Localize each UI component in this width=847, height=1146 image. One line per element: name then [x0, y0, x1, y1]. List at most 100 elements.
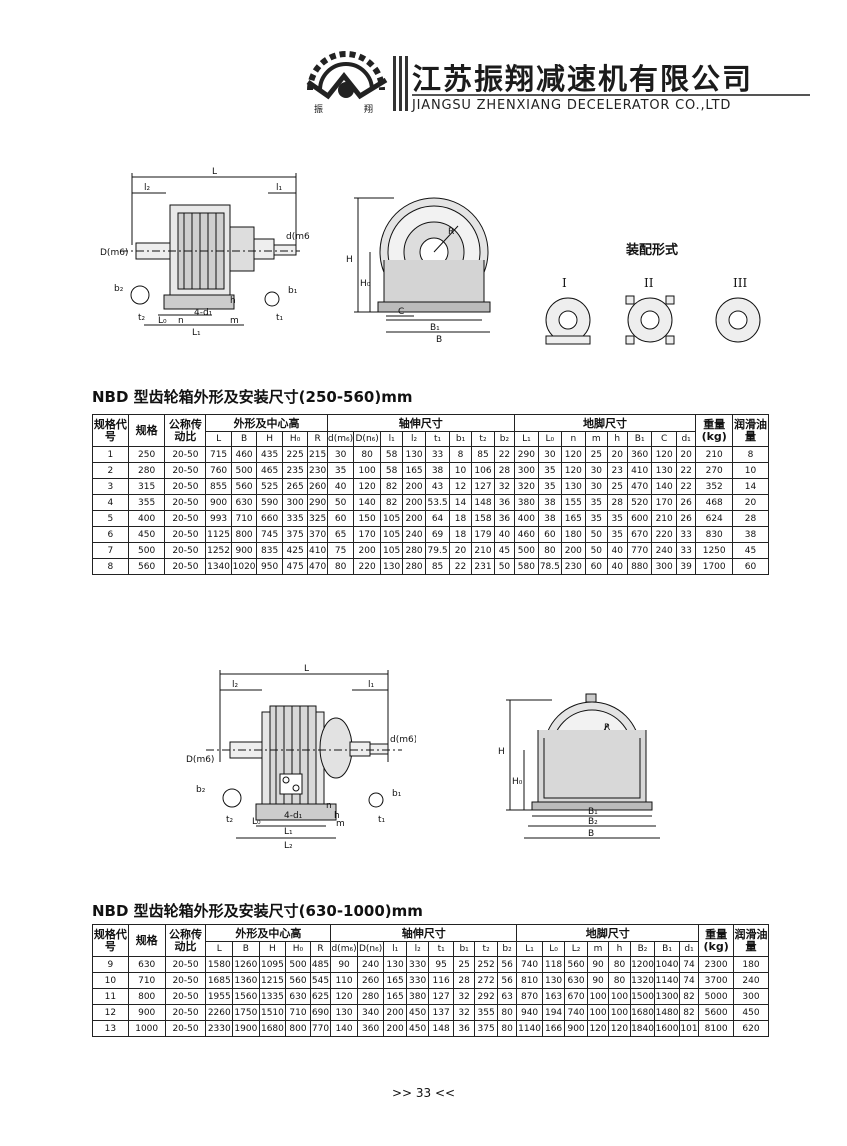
table-cell: 130: [379, 558, 404, 575]
table-cell: 120: [651, 446, 677, 463]
col-header: h: [608, 941, 631, 957]
table-cell: 1320: [629, 972, 656, 989]
table-cell: 225: [281, 446, 309, 463]
table-cell: 770: [626, 542, 653, 559]
table-cell: 58: [379, 462, 404, 479]
table-cell: 56: [496, 972, 518, 989]
table-cell: 200: [383, 1004, 407, 1021]
table-cell: 130: [651, 462, 677, 479]
table-cell: 116: [428, 972, 454, 989]
col-header: 公称传动比: [164, 924, 207, 957]
col-header: t₂: [474, 941, 498, 957]
col-header: R: [309, 941, 332, 957]
table-cell: 60: [326, 510, 355, 527]
table-cell: 165: [383, 988, 407, 1005]
table-cell: 1200: [629, 956, 656, 973]
table-cell: 1252: [205, 542, 232, 559]
table-title-2: NBD 型齿轮箱外形及安装尺寸(630-1000)mm: [92, 902, 423, 920]
dim-label: L₁: [192, 328, 201, 338]
dim-label: d(m6): [390, 735, 416, 745]
table-cell: 148: [470, 494, 496, 511]
col-header: l₂: [402, 431, 426, 447]
table-cell: 1480: [654, 1004, 680, 1021]
table-cell: 280: [402, 542, 426, 559]
table-cell: 835: [256, 542, 283, 559]
gear-logo-icon: 振 翔: [306, 51, 388, 115]
dim-label: H: [498, 747, 505, 757]
table-cell: 8: [449, 446, 472, 463]
dim-label: L: [212, 167, 217, 177]
table-cell: 106: [470, 462, 496, 479]
dim-label: D(m6): [186, 755, 214, 765]
table-cell: 105: [379, 510, 404, 527]
col-header: 重量(kg): [695, 414, 734, 447]
table-cell: 80: [496, 1020, 518, 1037]
table-cell: 35: [326, 462, 355, 479]
table-cell: 745: [256, 526, 283, 543]
dim-label: B₂: [588, 817, 598, 827]
table-cell: 40: [606, 558, 628, 575]
col-header: m: [586, 941, 610, 957]
col-header: l₁: [383, 941, 407, 957]
table-cell: 8: [92, 558, 129, 575]
table-cell: 450: [405, 1004, 430, 1021]
table-cell: 1340: [205, 558, 232, 575]
table-cell: 380: [405, 988, 430, 1005]
table-cell: 5: [92, 510, 129, 527]
table-cell: 85: [424, 558, 451, 575]
table-cell: 475: [281, 558, 309, 575]
table-cell: 300: [733, 988, 769, 1005]
table-cell: 100: [353, 462, 381, 479]
table-cell: 120: [560, 462, 587, 479]
table-cell: 50: [585, 542, 608, 559]
table-cell: 22: [449, 558, 472, 575]
table-cell: 375: [281, 526, 309, 543]
dim-label: B₁: [430, 323, 440, 333]
col-header: d₁: [675, 431, 697, 447]
table-cell: 28: [494, 462, 515, 479]
table-cell: 20: [732, 494, 769, 511]
table-cell: 252: [474, 956, 498, 973]
col-header: 公称传动比: [164, 414, 207, 447]
col-header: d(m₆): [330, 941, 358, 957]
table-cell: 545: [309, 972, 332, 989]
table-cell: 280: [127, 462, 166, 479]
col-header: L₀: [538, 431, 562, 447]
table-cell: 38: [424, 462, 451, 479]
col-header: t₁: [424, 431, 451, 447]
table-title-1: NBD 型齿轮箱外形及安装尺寸(250-560)mm: [92, 388, 413, 406]
table-cell: 1250: [695, 542, 734, 559]
table-cell: 560: [230, 478, 258, 495]
assembly-title: 装配形式: [626, 243, 679, 258]
dim-label: L₁: [284, 827, 293, 837]
col-header: n: [560, 431, 587, 447]
table-cell: 210: [695, 446, 734, 463]
col-header: L₀: [541, 941, 566, 957]
table-cell: 1140: [516, 1020, 543, 1037]
table-cell: 2300: [698, 956, 734, 973]
table-cell: 80: [496, 1004, 518, 1021]
table-cell: 30: [538, 446, 562, 463]
col-header: B₂: [629, 941, 656, 957]
table-cell: 355: [474, 1004, 498, 1021]
table-cell: 28: [732, 510, 769, 527]
table-cell: 95: [428, 956, 454, 973]
table-cell: 60: [732, 558, 769, 575]
col-header: H₀: [281, 431, 309, 447]
dim-label: d(m6): [286, 232, 310, 242]
table-cell: 40: [494, 526, 515, 543]
table-cell: 4: [92, 494, 129, 511]
table-cell: 39: [675, 558, 697, 575]
gearbox-side-view-figure: L l₂ l₁ D(m6) d(m6) b₂ b₁ t₂ t₁ L₀ n 4-d…: [100, 167, 310, 338]
col-header: 规格代号: [92, 924, 129, 957]
table-cell: 560: [285, 972, 311, 989]
table-cell: 12: [449, 478, 472, 495]
table-cell: 13: [92, 1020, 129, 1037]
dim-label: 4-d₁: [194, 308, 213, 318]
table-cell: 12: [92, 1004, 129, 1021]
table-cell: 36: [452, 1020, 476, 1037]
table-cell: 22: [675, 478, 697, 495]
table-cell: 380: [513, 494, 540, 511]
